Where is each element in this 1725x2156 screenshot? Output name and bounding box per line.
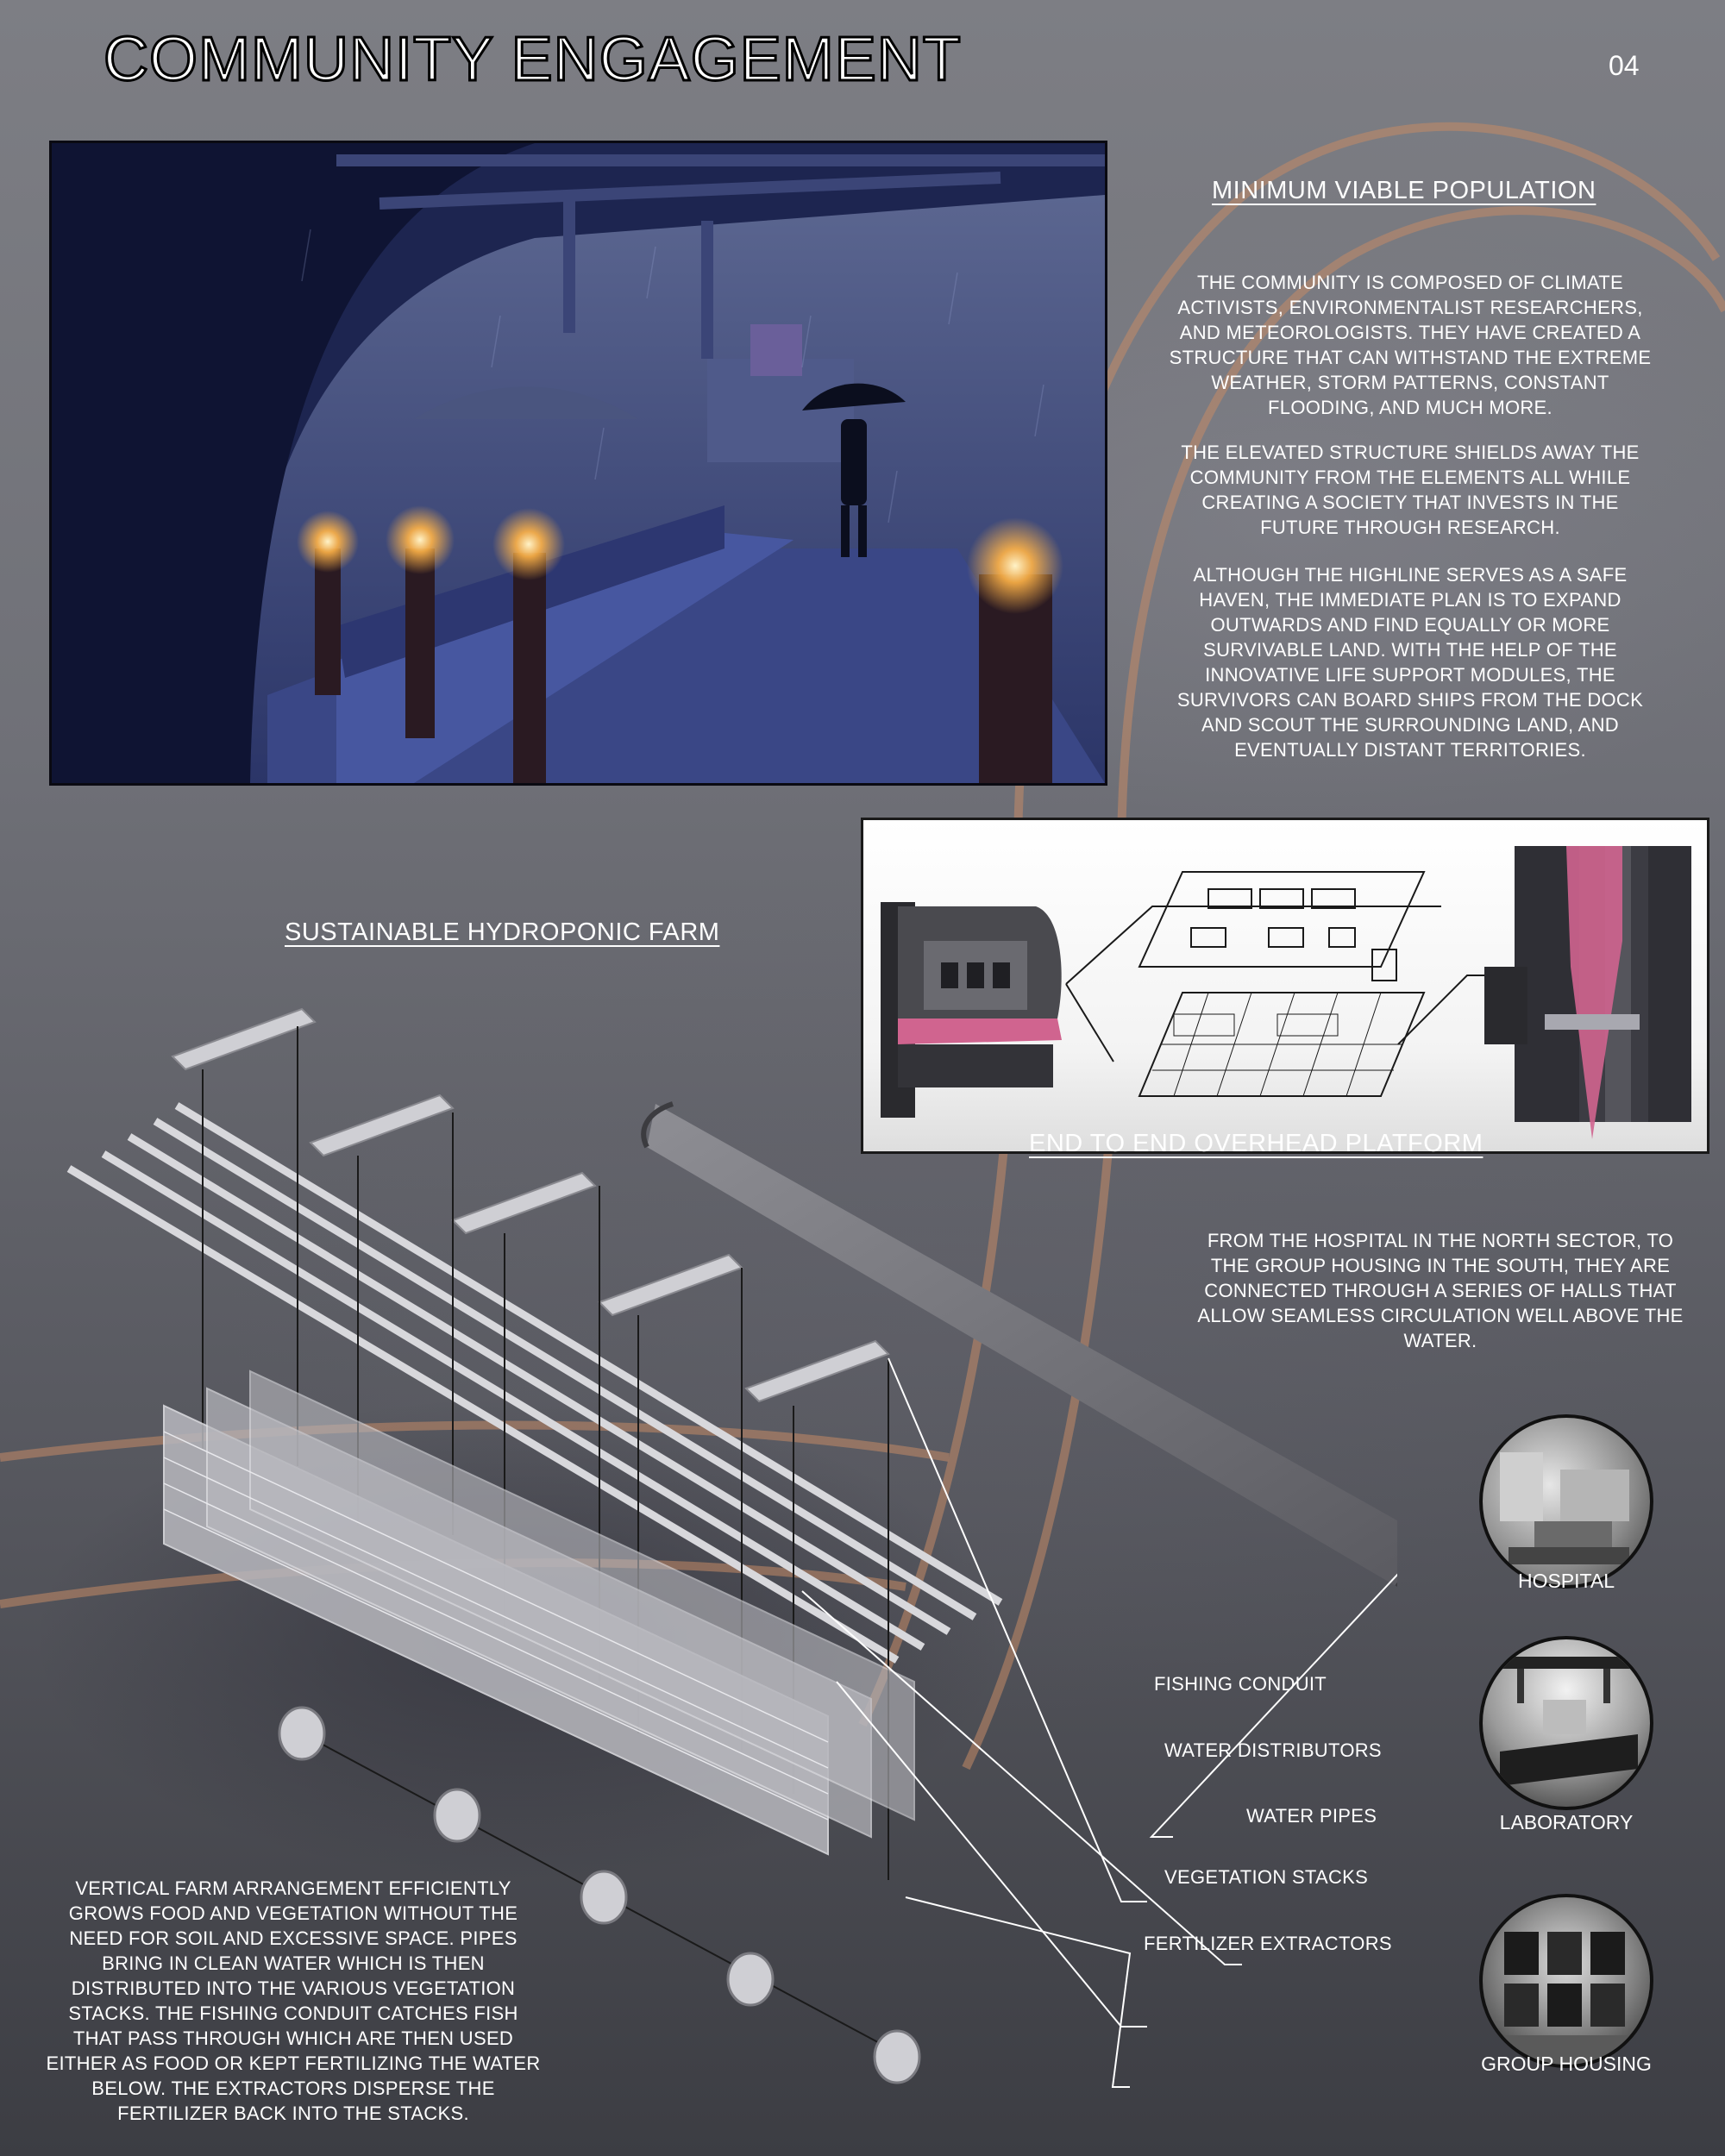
laboratory-photo bbox=[1479, 1636, 1653, 1810]
hydroponic-farm-description: VERTICAL FARM ARRANGEMENT EFFICIENTLY GR… bbox=[46, 1877, 541, 2124]
page-number: 04 bbox=[1609, 50, 1640, 81]
overhead-platform-heading: END TO END OVERHEAD PLATFORM bbox=[1029, 1130, 1484, 1157]
group-housing-photo bbox=[1479, 1894, 1653, 2068]
hospital-photo bbox=[1479, 1414, 1653, 1589]
platform-diagram-svg bbox=[881, 846, 1691, 1139]
hospital-photo-scene bbox=[1500, 1452, 1629, 1564]
minimum-viable-population-heading: MINIMUM VIABLE POPULATION bbox=[1212, 177, 1596, 204]
hospital-label: HOSPITAL bbox=[1517, 1570, 1615, 1592]
hydroponic-farm-diagram bbox=[66, 1007, 1397, 2088]
overhead-platform-description: FROM THE HOSPITAL IN THE NORTH SECTOR, T… bbox=[1197, 1230, 1684, 1351]
label-water-distributors: WATER DISTRIBUTORS bbox=[1164, 1739, 1382, 1761]
label-fishing-conduit: FISHING CONDUIT bbox=[1154, 1673, 1327, 1695]
label-fertilizer-extractors: FERTILIZER EXTRACTORS bbox=[1144, 1933, 1392, 1954]
group-housing-photo-scene bbox=[1483, 1932, 1650, 2065]
mvp-paragraph-2: THE ELEVATED STRUCTURE SHIELDS AWAY THE … bbox=[1181, 442, 1640, 538]
overhead-platform-diagram bbox=[861, 818, 1709, 1154]
mvp-paragraph-1: THE COMMUNITY IS COMPOSED OF CLIMATE ACT… bbox=[1169, 272, 1652, 418]
walkway-render-scene bbox=[52, 143, 1105, 783]
laboratory-photo-scene bbox=[1491, 1657, 1641, 1786]
group-housing-label: GROUP HOUSING bbox=[1481, 2053, 1652, 2075]
mvp-paragraph-3: ALTHOUGH THE HIGHLINE SERVES AS A SAFE H… bbox=[1176, 564, 1644, 761]
hydroponic-farm-heading: SUSTAINABLE HYDROPONIC FARM bbox=[285, 918, 720, 946]
walkway-render bbox=[49, 141, 1107, 786]
laboratory-label: LABORATORY bbox=[1499, 1811, 1634, 1833]
page-title: COMMUNITY ENGAGEMENT bbox=[103, 24, 963, 95]
label-vegetation-stacks: VEGETATION STACKS bbox=[1164, 1866, 1369, 1888]
label-water-pipes: WATER PIPES bbox=[1246, 1805, 1377, 1827]
